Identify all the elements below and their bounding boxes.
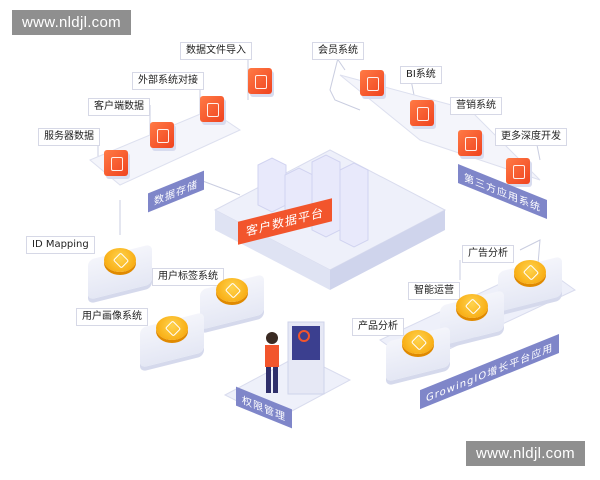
user-profile-icon [156,316,188,340]
member-system-icon [360,70,384,96]
user-tag-icon [216,278,248,302]
label-client-data: 客户端数据 [88,98,150,116]
external-system-icon [200,96,224,122]
watermark-bottom: www.nldjl.com [466,441,585,466]
third-party-platform [339,74,541,181]
bar-4 [339,162,369,248]
client-data-icon [150,122,174,148]
server-data-icon [104,150,128,176]
marketing-system-icon [458,130,482,156]
label-ad-analysis: 广告分析 [462,245,514,263]
label-id-mapping: ID Mapping [26,236,95,254]
label-user-tag-system: 用户标签系统 [152,268,224,286]
person-body [265,345,279,367]
label-data-file-import: 数据文件导入 [180,42,252,60]
ad-analysis-icon [514,260,546,284]
label-external-system: 外部系统对接 [132,72,204,90]
more-development-icon [506,158,530,184]
label-smart-operations: 智能运营 [408,282,460,300]
product-analysis-icon [402,330,434,354]
watermark-top: www.nldjl.com [12,10,131,35]
label-more-development: 更多深度开发 [495,128,567,146]
smart-operations-icon [456,294,488,318]
label-server-data: 服务器数据 [38,128,100,146]
person-head [266,332,278,344]
label-user-profile-system: 用户画像系统 [76,308,148,326]
bar-1 [257,157,287,213]
bi-system-icon [410,100,434,126]
id-mapping-icon [104,248,136,272]
file-import-icon [248,68,272,94]
label-member-system: 会员系统 [312,42,364,60]
label-marketing-system: 营销系统 [450,97,502,115]
label-product-analysis: 产品分析 [352,318,404,336]
label-bi-system: BI系统 [400,66,442,84]
